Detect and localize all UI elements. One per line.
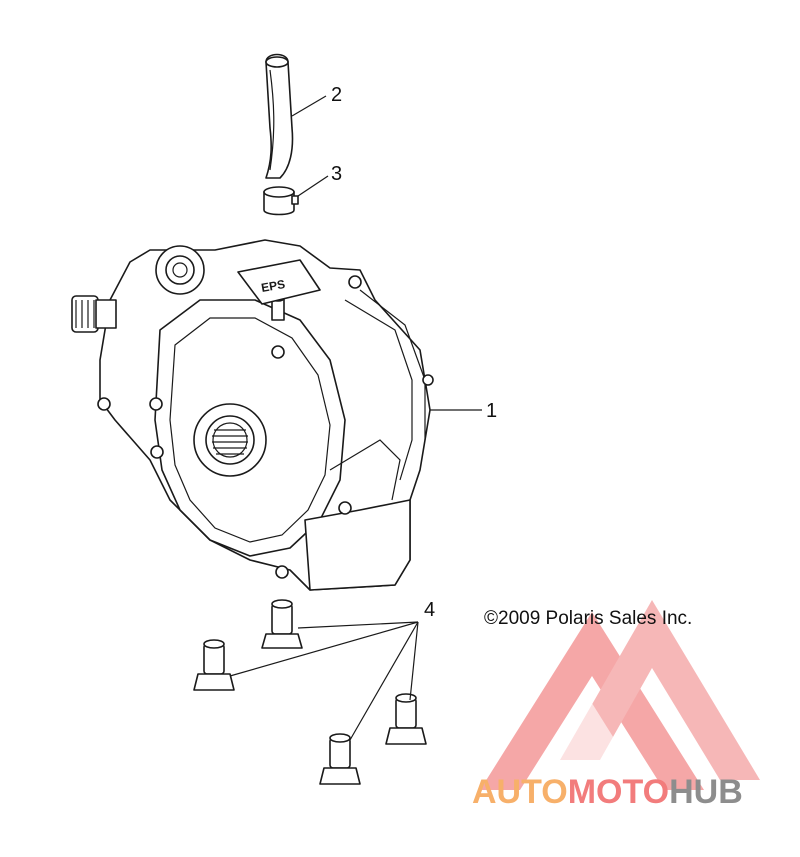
gearcase-housing: EPS [71,239,434,591]
watermark-moto: MOTO [567,773,670,811]
leader-line-4c [409,621,419,701]
breather-hose [265,53,294,179]
watermark-text: AUTOMOTOHUB [472,773,743,812]
callout-3: 3 [331,163,342,185]
callout-2: 2 [331,84,342,106]
leader-line-4b [229,621,419,677]
mounting-bolt-4 [319,733,361,785]
leader-line-2 [291,95,327,117]
watermark-logo [480,600,760,790]
leader-line-3 [297,175,329,197]
label-plate-text: EPS [260,277,286,295]
mounting-bolt-2 [193,639,235,691]
watermark-hub: HUB [669,773,743,811]
mounting-bolt-1 [261,599,303,649]
callout-1: 1 [486,400,497,422]
leader-line-4d [349,621,419,741]
copyright-text: ©2009 Polaris Sales Inc. [484,608,693,629]
mounting-bolt-3 [385,693,427,745]
hose-clamp [263,186,299,216]
leader-line-4a [297,621,419,629]
watermark-auto: AUTO [472,773,568,811]
callout-4: 4 [424,599,435,621]
